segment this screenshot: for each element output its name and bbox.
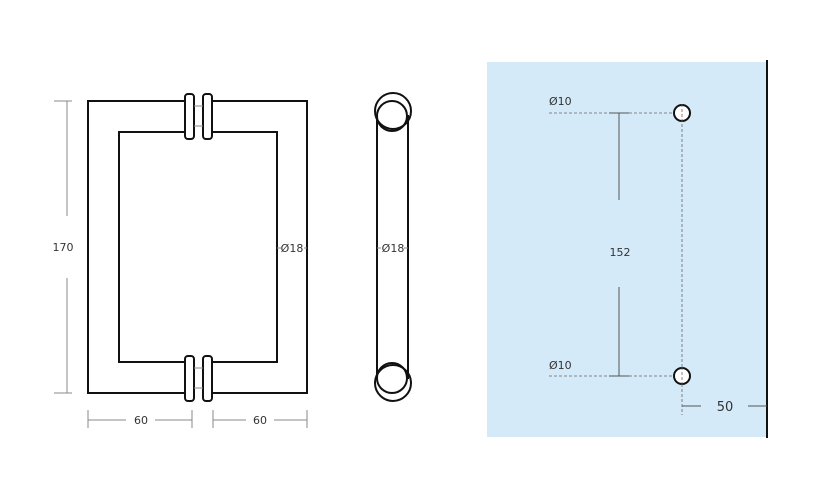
edge-offset-label: 50: [717, 400, 734, 415]
bottom-hole: [673, 367, 691, 385]
handle-inner-outline: [118, 131, 278, 363]
left-width-label: 60: [134, 414, 148, 427]
top-hole: [673, 104, 691, 122]
top-hole-label: Ø10: [549, 95, 572, 108]
standoff-bottom: [184, 355, 213, 402]
bottom-standoff-circle: [374, 364, 412, 402]
bottom-hole-label: Ø10: [549, 359, 572, 372]
glass-panel: [487, 62, 767, 437]
side-diameter-label: Ø18: [382, 242, 405, 255]
handle-outer-outline: [87, 100, 308, 394]
front-diameter-dimension: Ø18: [277, 242, 307, 255]
hole-spacing-label: 152: [610, 246, 631, 259]
standoff-top: [184, 93, 213, 140]
front-view: 170 60 60 Ø18: [53, 93, 308, 428]
side-view: Ø18: [374, 92, 412, 402]
height-label: 170: [53, 241, 74, 254]
mounting-view: Ø10 Ø10 152 50: [487, 60, 768, 438]
width-dimension-right: 60: [212, 410, 308, 428]
front-diameter-label: Ø18: [281, 242, 304, 255]
width-dimension-left: 60: [87, 410, 193, 428]
height-dimension: 170: [53, 100, 74, 394]
top-standoff-circle: [374, 92, 412, 130]
right-width-label: 60: [253, 414, 267, 427]
